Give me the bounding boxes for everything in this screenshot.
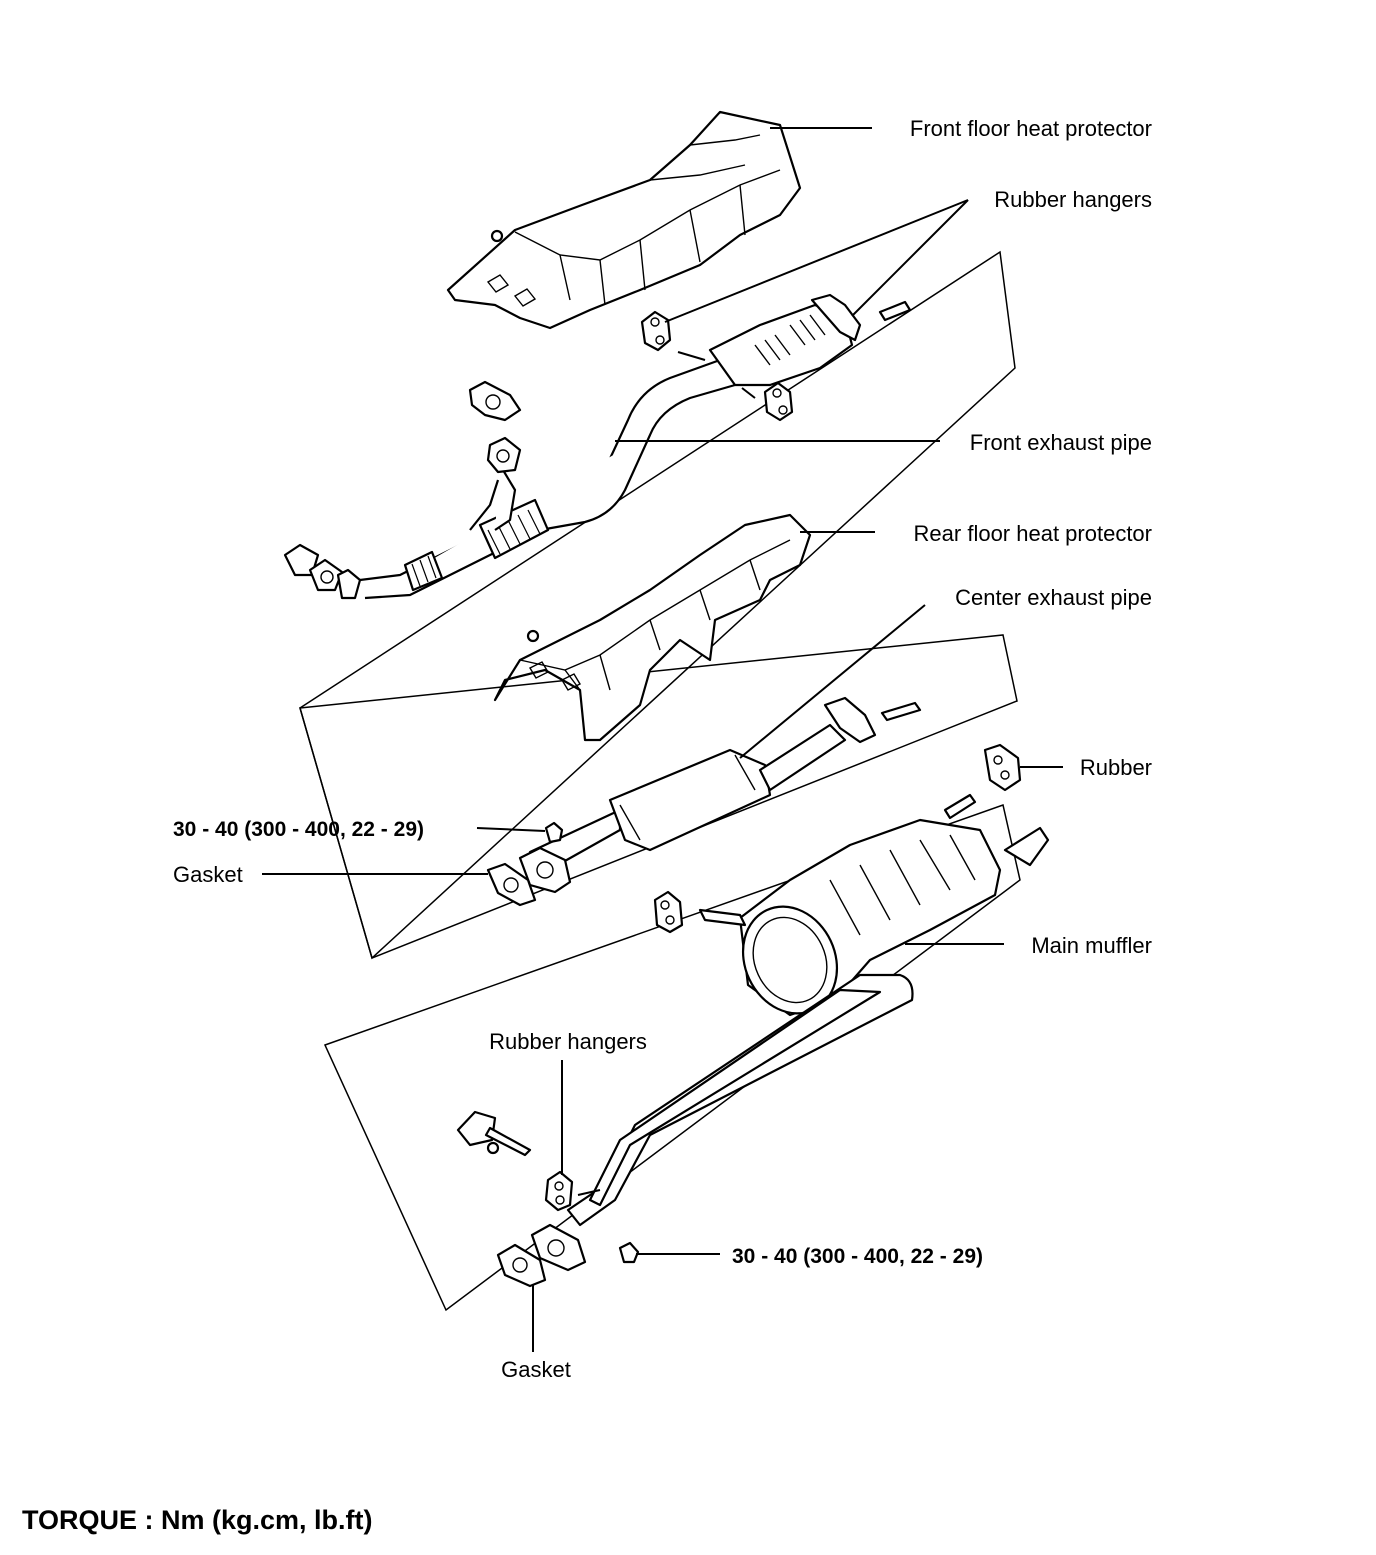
label-rubber-hangers-top: Rubber hangers bbox=[994, 187, 1152, 212]
front-floor-heat-protector bbox=[446, 110, 802, 330]
front-exhaust-pipe bbox=[283, 293, 912, 600]
gasket-bottom-part bbox=[496, 1223, 640, 1288]
rear-assembly-frame bbox=[323, 804, 1021, 1312]
leader-rubber-hangers-top-2 bbox=[851, 199, 969, 317]
label-rubber-hangers-bottom: Rubber hangers bbox=[489, 1029, 647, 1054]
leader-rubber-hangers-top-1 bbox=[664, 199, 969, 323]
rubber-hangers-bottom bbox=[456, 1110, 601, 1212]
rear-floor-heat-protector bbox=[493, 513, 812, 742]
leader-torque-center bbox=[476, 827, 546, 832]
label-front-exhaust-pipe: Front exhaust pipe bbox=[970, 430, 1152, 455]
label-gasket-bottom: Gasket bbox=[501, 1357, 571, 1382]
gasket-center-part bbox=[486, 862, 537, 907]
label-gasket-center: Gasket bbox=[173, 862, 243, 887]
label-rear-floor-heat-protector: Rear floor heat protector bbox=[914, 521, 1152, 546]
label-torque-center: 30 - 40 (300 - 400, 22 - 29) bbox=[173, 818, 424, 841]
main-muffler bbox=[566, 793, 1050, 1227]
rubber-part bbox=[983, 743, 1022, 792]
label-torque-bottom: 30 - 40 (300 - 400, 22 - 29) bbox=[732, 1245, 983, 1268]
rubber-hangers-top bbox=[640, 310, 794, 422]
center-exhaust-pipe bbox=[518, 696, 922, 894]
torque-units-footer: TORQUE : Nm (kg.cm, lb.ft) bbox=[22, 1505, 373, 1535]
label-rubber: Rubber bbox=[1080, 755, 1152, 780]
label-center-exhaust-pipe: Center exhaust pipe bbox=[955, 585, 1152, 610]
label-main-muffler: Main muffler bbox=[1031, 933, 1152, 958]
leader-center-exhaust-pipe bbox=[739, 604, 926, 759]
label-front-floor-heat-protector: Front floor heat protector bbox=[910, 116, 1152, 141]
